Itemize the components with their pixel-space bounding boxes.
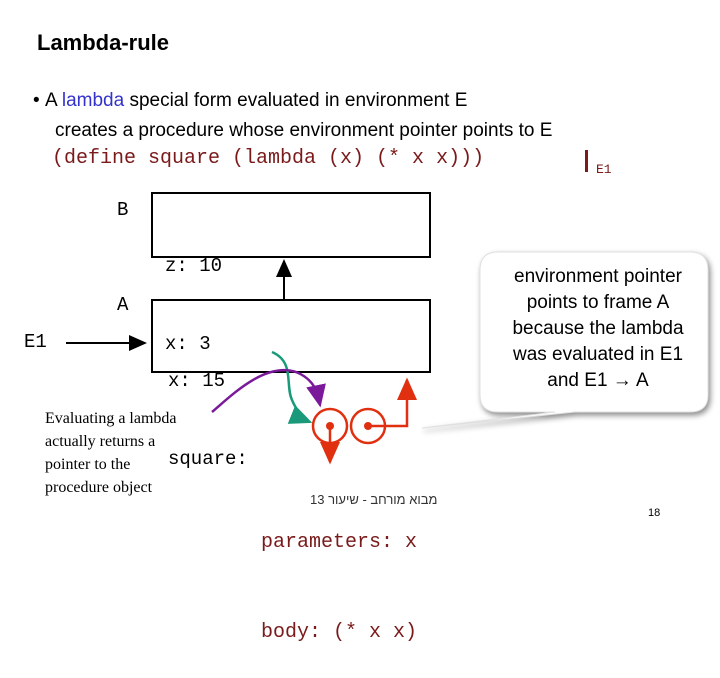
bullet-line-2: creates a procedure whose environment po… [55, 120, 553, 141]
frame-a-box [151, 299, 431, 373]
evaluation-note-line: actually returns a [45, 433, 156, 450]
code-env-label: E1 [596, 162, 612, 177]
callout-line: environment pointer [514, 266, 682, 287]
evaluation-note-line: pointer to the [45, 456, 131, 473]
procedure-body: body: (* x x) [261, 621, 418, 644]
frame-b-binding-z: z: 10 [165, 255, 223, 277]
frame-a-label: A [117, 294, 129, 316]
frame-b-bindings: z: 10 x: 3 [165, 201, 222, 383]
page-number: 18 [648, 507, 661, 519]
bullet-line-1: • A lambda special form evaluated in env… [33, 86, 552, 116]
evaluation-arrow [211, 369, 326, 413]
bullet-text: • A lambda special form evaluated in env… [33, 86, 552, 146]
evaluation-note: Evaluating a lambda actually returns a p… [45, 407, 177, 499]
frame-b-box [151, 192, 431, 258]
footer-text: מבוא מורחב - שיעור 13 [310, 492, 438, 507]
bullet-post: special form evaluated in environment E [124, 90, 468, 111]
callout-line: was evaluated in E1 [512, 344, 684, 365]
frame-b-label: B [117, 199, 129, 221]
callout-bubble [421, 251, 709, 429]
evaluation-note-line: procedure object [45, 479, 153, 496]
bullet-pre: A [44, 90, 62, 111]
define-code: (define square (lambda (x) (* x x))) [52, 147, 485, 170]
lambda-highlight: lambda [61, 90, 125, 111]
env-label-e1: E1 [24, 331, 47, 353]
frame-a-binding-square: square: [168, 448, 248, 470]
frame-a-bindings: x: 15 square: [168, 316, 248, 498]
frame-b-binding-x: x: 3 [165, 333, 211, 355]
callout-line: and E1 → A [547, 370, 649, 391]
procedure-parameters: parameters: x [261, 531, 418, 554]
callout-line: because the lambda [512, 318, 684, 339]
diagram-graphics [66, 192, 709, 465]
slide-title: Lambda-rule [37, 30, 170, 55]
callout-line: points to frame A [526, 292, 670, 313]
env-pointer-arrow [368, 377, 417, 428]
square-binding-arrow [271, 350, 313, 424]
callout-text: environment pointer points to frame A be… [478, 264, 718, 394]
frame-a-binding-x: x: 15 [168, 370, 226, 392]
environment-bar [585, 150, 588, 172]
evaluation-note-line: Evaluating a lambda [45, 410, 177, 427]
bullet-dot: • [33, 90, 40, 111]
